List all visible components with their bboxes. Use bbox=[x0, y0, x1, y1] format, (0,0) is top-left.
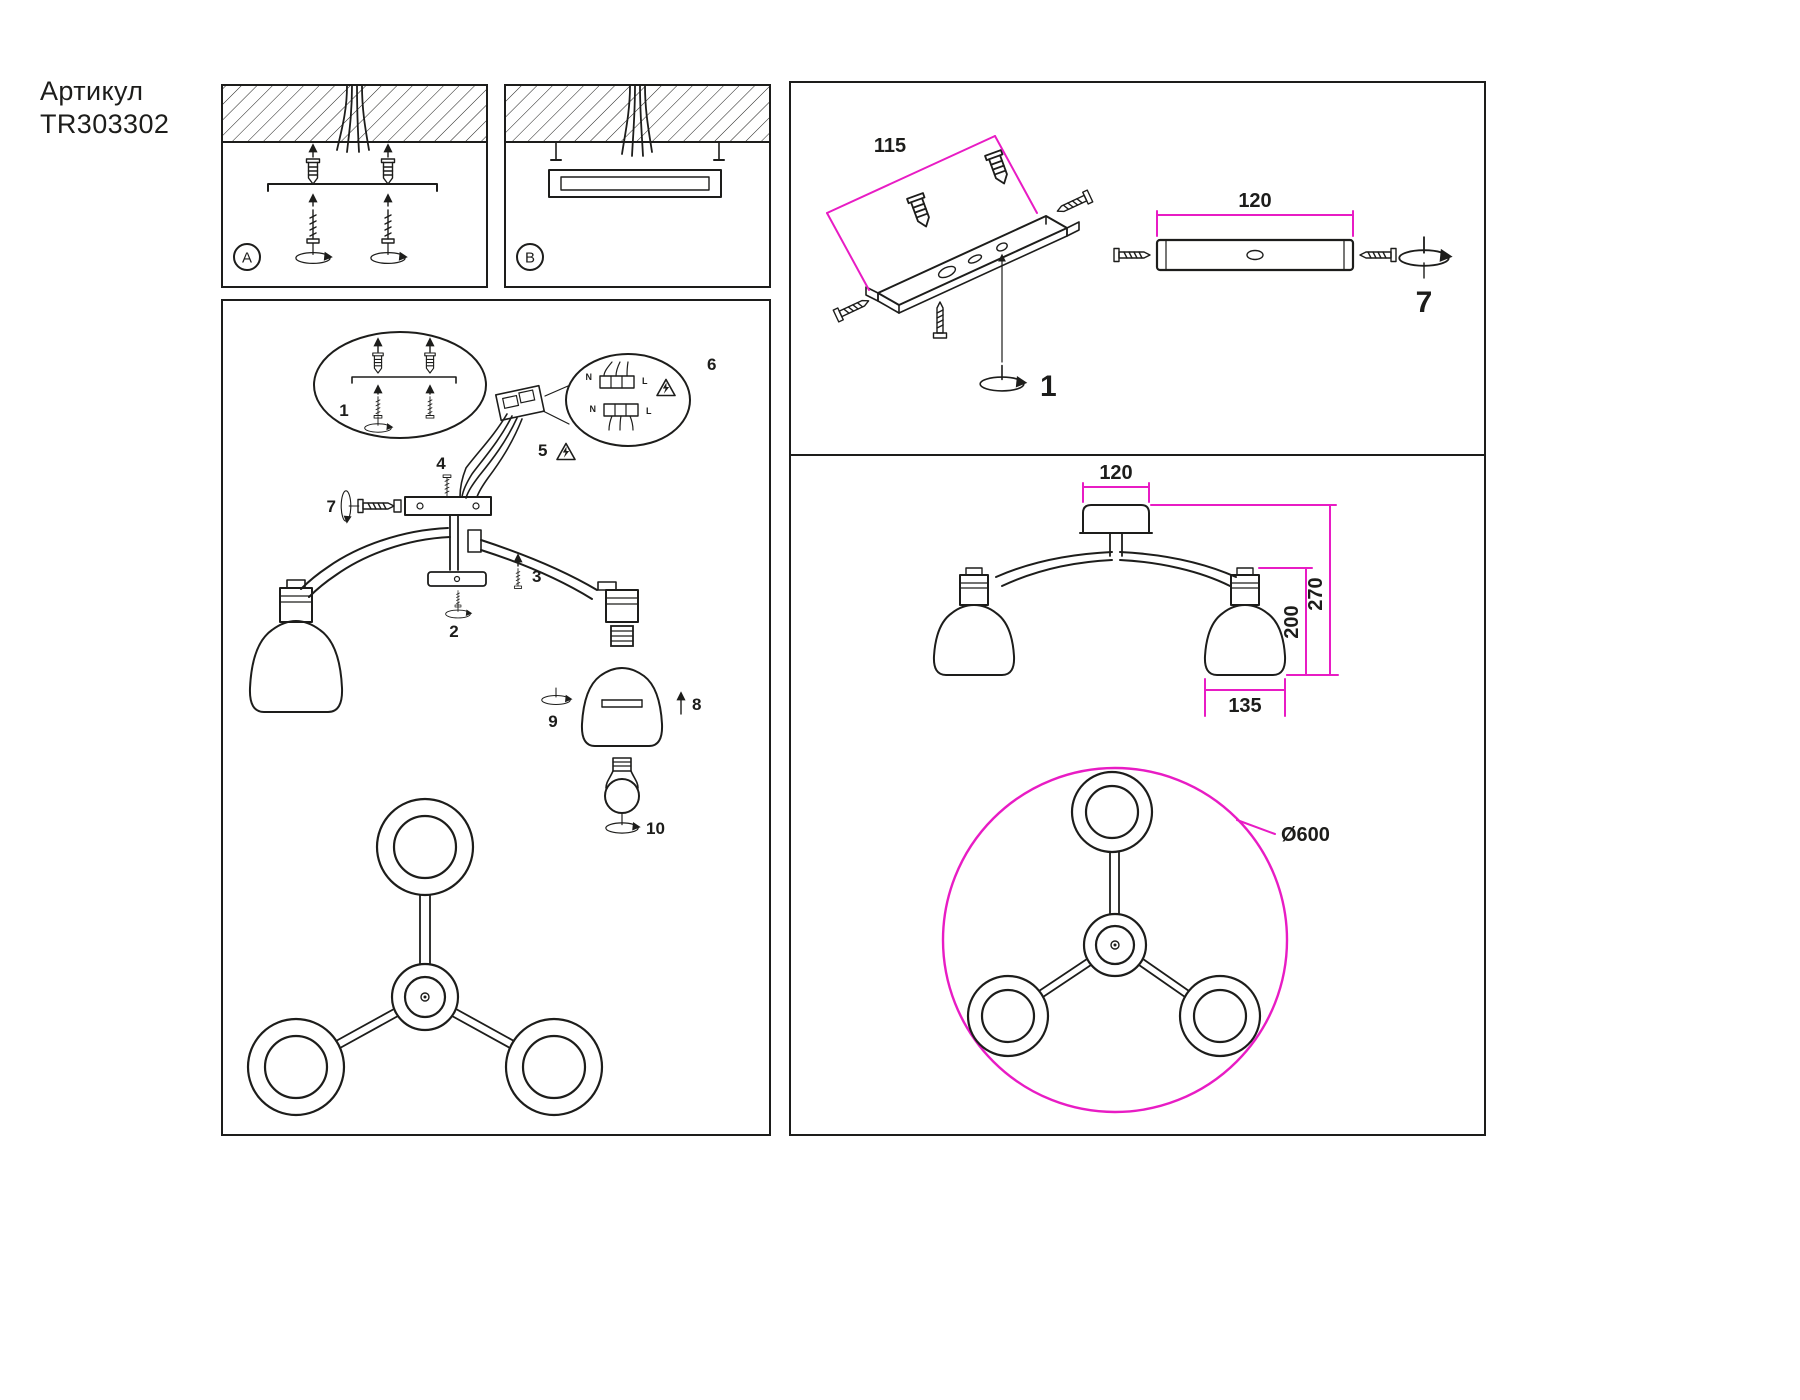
bracket-install-panel: 1 115 120 7 bbox=[789, 81, 1486, 456]
wire-n-label: N bbox=[590, 404, 597, 414]
lamp-side-view bbox=[932, 504, 1287, 676]
step-4-label: 4 bbox=[436, 454, 446, 473]
step-1-label: 1 bbox=[339, 401, 348, 420]
mounting-plate-inner bbox=[560, 176, 710, 191]
step-7-label: 7 bbox=[327, 497, 336, 516]
bracket-3d bbox=[865, 215, 1080, 314]
canopy bbox=[1082, 504, 1150, 534]
ring-nut bbox=[601, 699, 643, 708]
dim-120-canopy: 120 bbox=[1082, 462, 1150, 503]
panel-a: A bbox=[221, 84, 488, 288]
right-lamp-exploded: 8 9 10 bbox=[541, 581, 701, 838]
dim-120-canopy-label: 120 bbox=[1099, 462, 1132, 484]
step-9-label: 9 bbox=[548, 712, 557, 731]
dim-200: 200 bbox=[1258, 567, 1339, 676]
light-bulb bbox=[604, 757, 640, 814]
dim-120-label: 120 bbox=[1238, 190, 1271, 212]
diameter-circle bbox=[941, 766, 1289, 1114]
step-10-label: 10 bbox=[646, 819, 665, 838]
left-lamp bbox=[248, 579, 344, 713]
detail-bubble-wiring: N L N L 6 bbox=[542, 353, 716, 447]
supply-wires bbox=[459, 413, 523, 499]
terminal-block bbox=[599, 375, 635, 389]
chandelier-bottom-view bbox=[246, 797, 604, 1117]
dim-115: 115 bbox=[826, 135, 1038, 291]
dim-120-bracket: 120 bbox=[1156, 190, 1354, 237]
step-3-label: 3 bbox=[532, 567, 541, 586]
label-circle-a bbox=[233, 243, 261, 271]
terminal-block bbox=[603, 403, 639, 417]
ceiling-wires bbox=[336, 85, 370, 153]
lamp-top-view: Ø600 bbox=[941, 766, 1330, 1114]
article-label: Артикул bbox=[40, 76, 143, 106]
right-arm bbox=[480, 539, 598, 600]
mounting-bracket-outline bbox=[267, 183, 438, 192]
ceiling-wires bbox=[621, 85, 653, 157]
install-step-label: 1 bbox=[1040, 370, 1057, 403]
ceiling-hatch bbox=[506, 86, 769, 142]
article-code: TR303302 bbox=[40, 109, 169, 139]
ceiling-screws bbox=[550, 141, 725, 161]
step-6-label: 6 bbox=[707, 355, 716, 374]
exploded-assembly-panel: 1 N L N L 6 bbox=[221, 299, 771, 1136]
dim-200-label: 200 bbox=[1281, 605, 1303, 638]
stem bbox=[449, 514, 459, 571]
wire-l-label: L bbox=[642, 376, 648, 386]
lamp-shade bbox=[248, 620, 344, 713]
lamp-shade bbox=[580, 667, 664, 747]
label-circle-b bbox=[516, 243, 544, 271]
step-2-label: 2 bbox=[449, 622, 458, 641]
connection-plate bbox=[494, 384, 546, 422]
detail-bubble-anchors: 1 bbox=[313, 331, 487, 439]
step-5-label: 5 bbox=[538, 441, 547, 460]
dim-d600-label: Ø600 bbox=[1281, 824, 1330, 846]
ceiling-hatch bbox=[223, 86, 486, 142]
canopy-cover bbox=[427, 571, 487, 587]
dim-135: 135 bbox=[1204, 678, 1286, 717]
bracket-front-view bbox=[1155, 238, 1355, 272]
right-lamp-side bbox=[1203, 567, 1287, 676]
panel-a-label: A bbox=[242, 250, 252, 267]
panel-b: B bbox=[504, 84, 771, 288]
dimensions-panel: 120 200 270 135 Ø600 bbox=[789, 454, 1486, 1136]
dim-270: 270 bbox=[1150, 504, 1337, 676]
left-lamp-side bbox=[932, 567, 1016, 676]
mounting-plate bbox=[548, 169, 722, 198]
wire-l-label: L bbox=[646, 406, 652, 416]
wiring-wires bbox=[603, 361, 634, 431]
step-8-label: 8 bbox=[692, 695, 701, 714]
left-arm bbox=[300, 527, 451, 598]
dim-135-label: 135 bbox=[1228, 695, 1261, 717]
wire-n-label: N bbox=[586, 372, 593, 382]
threaded-collar bbox=[610, 625, 634, 647]
screw-step-label: 7 bbox=[1416, 286, 1433, 319]
dim-270-label: 270 bbox=[1305, 577, 1327, 610]
panel-b-label: B bbox=[525, 250, 535, 267]
dim-115-label: 115 bbox=[874, 135, 906, 157]
